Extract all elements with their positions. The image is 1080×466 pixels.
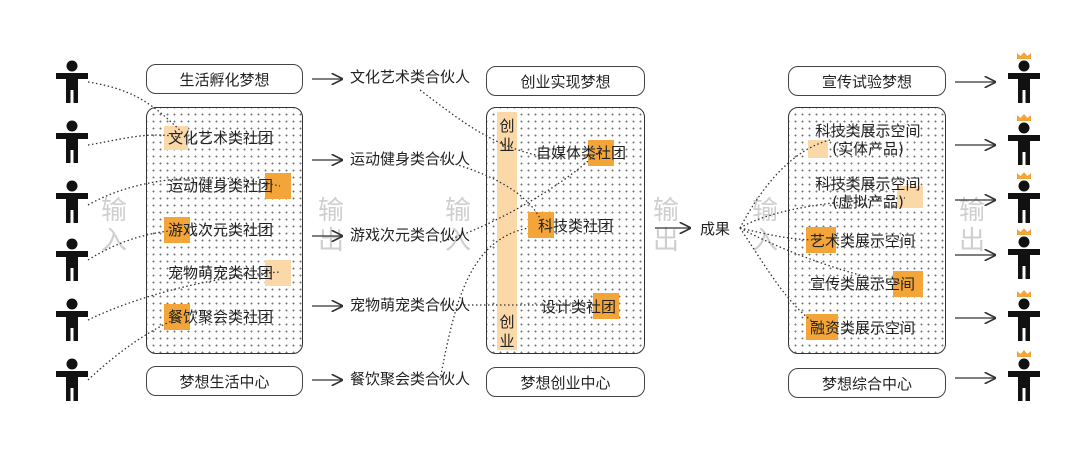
- life-incubation-label: 生活孵化梦想: [146, 64, 303, 94]
- promotion-dream-label: 宣传试验梦想: [788, 66, 946, 96]
- space-art: 艺术类展示空间: [810, 232, 916, 250]
- partner-pets: 宠物萌宠类合伙人: [350, 296, 471, 314]
- space-highlight: [806, 314, 838, 340]
- club-pets: 宠物萌宠类社团: [168, 264, 274, 282]
- crowned-person-icon: [1008, 52, 1040, 103]
- partner-dining: 餐饮聚会类合伙人: [350, 370, 471, 388]
- person-icon: [56, 180, 88, 223]
- person-icon: [56, 120, 88, 163]
- dream-integrated-center-label: 梦想综合中心: [788, 368, 946, 398]
- person-icon: [56, 358, 88, 401]
- partner-gaming-acg: 游戏次元类合伙人: [350, 226, 471, 244]
- outcome-label: 成果: [700, 220, 731, 238]
- club-design: 设计类社团: [541, 298, 617, 316]
- club-dining: 餐饮聚会类社团: [168, 308, 274, 326]
- club-culture-art: 文化艺术类社团: [168, 129, 274, 147]
- watermark-output: 输出: [652, 196, 679, 256]
- crowned-person-icon: [1008, 172, 1040, 223]
- space-tech-virtual: 科技类展示空间(虚拟产品): [815, 175, 921, 211]
- person-icon: [56, 238, 88, 281]
- watermark-input: 输入: [100, 196, 127, 256]
- club-highlight: [588, 140, 614, 166]
- space-financing: 融资类展示空间: [810, 319, 916, 337]
- person-icon: [56, 298, 88, 341]
- crowned-person-icon: [1008, 114, 1040, 165]
- club-self-media: 自媒体类社团: [536, 144, 627, 162]
- solid-arrows: [312, 79, 995, 380]
- startup-vertical-label-top: 创业: [499, 117, 515, 154]
- dream-life-center-label: 梦想生活中心: [146, 366, 303, 396]
- crowned-person-icon: [1008, 228, 1040, 279]
- club-highlight: [265, 173, 291, 199]
- club-highlight: [164, 126, 188, 150]
- space-highlight: [893, 271, 923, 297]
- watermark-input: 输入: [444, 196, 471, 256]
- space-promotion: 宣传类展示空间: [810, 275, 916, 293]
- showcase-panel: [788, 107, 946, 354]
- club-highlight: [528, 212, 554, 238]
- space-tech-physical: 科技类展示空间(实体产品): [815, 122, 921, 158]
- dream-startup-center-label: 梦想创业中心: [486, 367, 645, 397]
- club-technology: 科技类社团: [538, 217, 614, 235]
- partner-sports-fitness: 运动健身类合伙人: [350, 150, 471, 168]
- watermark-input: 输入: [751, 196, 778, 256]
- startup-vertical-bar: [497, 112, 517, 350]
- club-gaming-acg: 游戏次元类社团: [168, 221, 274, 239]
- club-highlight: [164, 217, 190, 243]
- dotted-connectors: [87, 81, 906, 381]
- club-highlight: [593, 293, 619, 319]
- space-highlight: [897, 186, 923, 208]
- crowned-person-icon: [1008, 290, 1040, 341]
- crowned-person-icon: [1008, 350, 1040, 401]
- club-highlight: [164, 304, 190, 330]
- person-icon: [56, 60, 88, 103]
- watermark-output: 输出: [958, 196, 985, 256]
- space-highlight: [808, 140, 828, 158]
- startup-vertical-label-bottom: 创业: [499, 313, 515, 350]
- club-sports-fitness: 运动健身类社团: [168, 177, 274, 195]
- startup-dream-label: 创业实现梦想: [486, 66, 645, 96]
- partner-culture-art: 文化艺术类合伙人: [350, 68, 471, 86]
- club-highlight: [265, 260, 291, 286]
